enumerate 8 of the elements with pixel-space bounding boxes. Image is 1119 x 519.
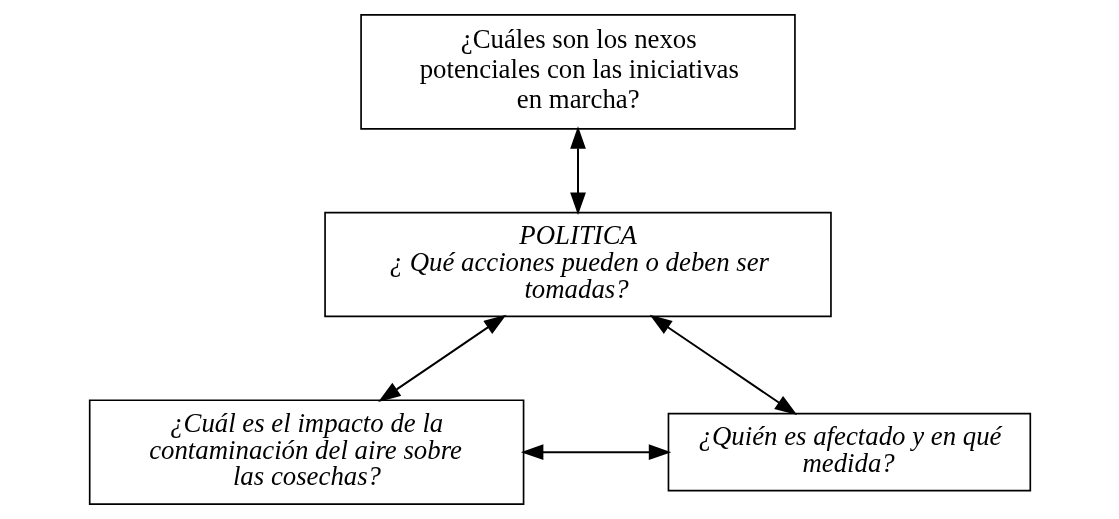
- node-box: ¿Cuáles son los nexos potenciales con las iniciativas en marcha?: [359, 14, 796, 130]
- node-box: ¿Cuál es el impacto de la contaminación del aire sobre las cosechas?: [88, 399, 524, 505]
- node-box: POLITICA ¿ Qué acciones pueden o deben ser tomadas?: [323, 211, 832, 318]
- arrow: [569, 126, 586, 216]
- arrow: [520, 444, 671, 460]
- arrow: [377, 314, 506, 402]
- arrow: [649, 314, 797, 416]
- node-box: ¿Quién es afectado y en qué medida?: [667, 412, 1031, 492]
